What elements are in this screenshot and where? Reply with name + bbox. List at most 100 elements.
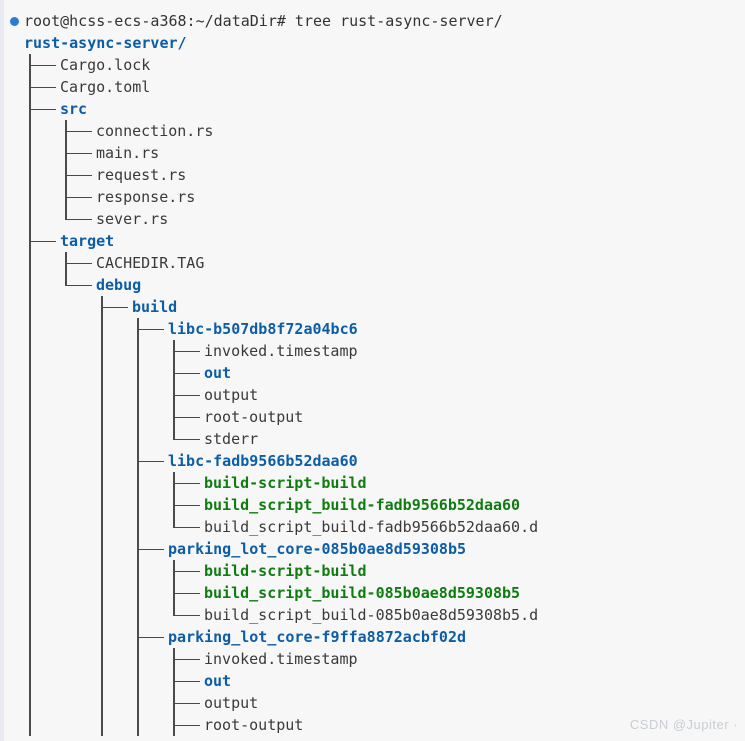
tree-row: build_script_build-085b0ae8d59308b5 — [0, 582, 745, 604]
tree-item-label: response.rs — [96, 188, 196, 206]
tree-item-label: build_script_build-fadb9566b52daa60.d — [204, 518, 539, 536]
tree-branch-line — [137, 516, 139, 538]
tree-branch-line — [101, 472, 103, 494]
tree-connector-arm — [137, 636, 164, 638]
tree-connector-arm — [173, 350, 200, 352]
tree-row: parking_lot_core-085b0ae8d59308b5 — [0, 538, 745, 560]
tree-item-label: CACHEDIR.TAG — [96, 254, 205, 272]
tree-branch-line — [29, 296, 31, 318]
tree-branch-line — [101, 428, 103, 450]
tree-elbow-connector — [173, 604, 175, 616]
tree-branch-line — [101, 516, 103, 538]
tree-row: build_script_build-fadb9566b52daa60.d — [0, 516, 745, 538]
tree-row: libc-b507db8f72a04bc6 — [0, 318, 745, 340]
tree-connector-arm — [29, 108, 56, 110]
tree-branch-line — [29, 604, 31, 626]
tree-connector-arm — [65, 152, 92, 154]
tree-branch-line — [137, 714, 139, 736]
tree-item-label: libc-b507db8f72a04bc6 — [168, 320, 358, 338]
tree-connector-arm — [101, 306, 128, 308]
tree-item-label: invoked.timestamp — [204, 650, 358, 668]
tree-item-label: build_script_build-fadb9566b52daa60 — [204, 496, 521, 514]
tree-branch-line — [29, 340, 31, 362]
tree-branch-line — [137, 362, 139, 384]
tree-item-label: invoked.timestamp — [204, 342, 358, 360]
tree-branch-line — [29, 714, 31, 736]
tree-row: main.rs — [0, 142, 745, 164]
tree-branch-line — [101, 340, 103, 362]
tree-item-label: main.rs — [96, 144, 160, 162]
tree-connector-arm — [173, 702, 200, 704]
tree-row: build_script_build-085b0ae8d59308b5.d — [0, 604, 745, 626]
tree-branch-line — [101, 648, 103, 670]
tree-item-label: build-script-build — [204, 474, 367, 492]
tree-row: build — [0, 296, 745, 318]
tree-branch-line — [137, 406, 139, 428]
tree-row: connection.rs — [0, 120, 745, 142]
tree-item-label: output — [204, 386, 259, 404]
tree-branch-line — [101, 318, 103, 340]
tree-branch-line — [29, 648, 31, 670]
tree-branch-line — [137, 648, 139, 670]
tree-branch-line — [101, 714, 103, 736]
tree-branch-line — [29, 692, 31, 714]
tree-row: out — [0, 670, 745, 692]
tree-branch-line — [137, 560, 139, 582]
tree-connector-arm — [173, 416, 200, 418]
tree-connector-arm — [137, 548, 164, 550]
tree-branch-line — [101, 406, 103, 428]
tree-row: response.rs — [0, 186, 745, 208]
tree-branch-line — [29, 560, 31, 582]
tree-row: src — [0, 98, 745, 120]
tree-branch-line — [137, 472, 139, 494]
tree-item-label: target — [60, 232, 115, 250]
tree-item-label: debug — [96, 276, 142, 294]
tree-item-label: output — [204, 694, 259, 712]
tree-row: invoked.timestamp — [0, 340, 745, 362]
tree-branch-line — [29, 516, 31, 538]
tree-branch-line — [29, 318, 31, 340]
tree-item-label: sever.rs — [96, 210, 169, 228]
tree-row: build-script-build — [0, 472, 745, 494]
tree-row: libc-fadb9566b52daa60 — [0, 450, 745, 472]
tree-branch-line — [29, 626, 31, 648]
tree-item-label: out — [204, 364, 232, 382]
tree-branch-line — [29, 538, 31, 560]
prompt-bullet-icon — [10, 17, 19, 26]
tree-row: root-output — [0, 406, 745, 428]
tree-branch-line — [101, 494, 103, 516]
tree-item-label: Cargo.toml — [60, 78, 151, 96]
tree-row: root-output — [0, 714, 745, 736]
tree-branch-line — [137, 340, 139, 362]
tree-branch-line — [137, 582, 139, 604]
page-left-border — [0, 0, 4, 741]
tree-connector-arm — [173, 680, 200, 682]
tree-row: target — [0, 230, 745, 252]
tree-connector-arm — [173, 592, 200, 594]
tree-row: out — [0, 362, 745, 384]
tree-branch-line — [101, 450, 103, 472]
tree-item-label: libc-fadb9566b52daa60 — [168, 452, 358, 470]
tree-elbow-connector — [173, 516, 175, 528]
tree-branch-line — [29, 670, 31, 692]
tree-elbow-connector — [173, 428, 175, 440]
tree-connector-arm — [65, 130, 92, 132]
tree-branch-line — [29, 142, 31, 164]
tree-connector-arm — [173, 504, 200, 506]
tree-connector-arm — [65, 174, 92, 176]
tree-item-label: src — [60, 100, 88, 118]
tree-item-label: root-output — [204, 408, 304, 426]
tree-connector-arm — [173, 482, 200, 484]
tree-row: Cargo.lock — [0, 54, 745, 76]
tree-connector-arm — [137, 460, 164, 462]
tree-connector-arm — [173, 438, 200, 440]
tree-item-label: build_script_build-085b0ae8d59308b5 — [204, 584, 521, 602]
tree-row: CACHEDIR.TAG — [0, 252, 745, 274]
tree-row: build-script-build — [0, 560, 745, 582]
tree-branch-line — [101, 604, 103, 626]
tree-branch-line — [29, 186, 31, 208]
tree-branch-line — [29, 494, 31, 516]
tree-branch-line — [137, 670, 139, 692]
tree-branch-line — [29, 362, 31, 384]
tree-branch-line — [29, 428, 31, 450]
